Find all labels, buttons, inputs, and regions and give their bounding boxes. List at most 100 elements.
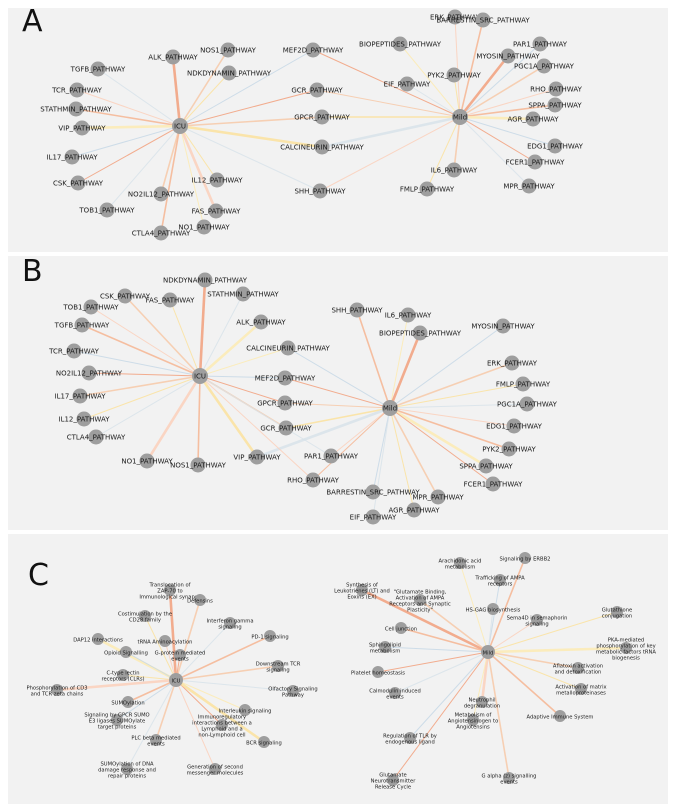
pathway-node[interactable] bbox=[404, 732, 416, 744]
pathway-node[interactable] bbox=[159, 635, 171, 647]
pathway-node[interactable] bbox=[72, 388, 88, 404]
pathway-node[interactable] bbox=[365, 509, 381, 525]
pathway-node[interactable] bbox=[216, 719, 228, 731]
pathway-node[interactable] bbox=[76, 411, 92, 427]
pathway-node[interactable] bbox=[400, 307, 416, 323]
hub-node-mild[interactable] bbox=[481, 645, 495, 659]
pathway-node[interactable] bbox=[525, 111, 541, 127]
pathway-node[interactable] bbox=[506, 418, 522, 434]
pathway-node[interactable] bbox=[572, 662, 584, 674]
pathway-node[interactable] bbox=[70, 175, 86, 191]
pathway-node[interactable] bbox=[92, 633, 104, 645]
pathway-node[interactable] bbox=[554, 710, 566, 722]
pathway-node[interactable] bbox=[504, 355, 520, 371]
pathway-node[interactable] bbox=[208, 203, 224, 219]
pathway-node[interactable] bbox=[305, 472, 321, 488]
hub-node-mild[interactable] bbox=[452, 109, 468, 125]
hub-node-icu[interactable] bbox=[169, 673, 183, 687]
pathway-node[interactable] bbox=[447, 9, 463, 25]
pathway-node[interactable] bbox=[264, 630, 276, 642]
pathway-node[interactable] bbox=[395, 622, 407, 634]
pathway-node[interactable] bbox=[532, 36, 548, 52]
pathway-node[interactable] bbox=[519, 396, 535, 412]
pathway-node[interactable] bbox=[194, 594, 206, 606]
pathway-node[interactable] bbox=[503, 772, 515, 784]
pathway-node[interactable] bbox=[88, 429, 104, 445]
pathway-node[interactable] bbox=[414, 594, 426, 606]
pathway-node[interactable] bbox=[51, 684, 63, 696]
pathway-node[interactable] bbox=[220, 42, 236, 58]
pathway-node[interactable] bbox=[475, 12, 491, 28]
pathway-node[interactable] bbox=[519, 552, 531, 564]
pathway-node[interactable] bbox=[547, 97, 563, 113]
pathway-node[interactable] bbox=[197, 272, 213, 288]
hub-node-mild[interactable] bbox=[382, 400, 398, 416]
pathway-node[interactable] bbox=[495, 318, 511, 334]
pathway-node[interactable] bbox=[83, 299, 99, 315]
pathway-node[interactable] bbox=[150, 734, 162, 746]
pathway-node[interactable] bbox=[153, 186, 169, 202]
pathway-node[interactable] bbox=[312, 183, 328, 199]
pathway-node[interactable] bbox=[500, 48, 516, 64]
pathway-node[interactable] bbox=[521, 178, 537, 194]
pathway-node[interactable] bbox=[476, 696, 488, 708]
pathway-node[interactable] bbox=[314, 139, 330, 155]
pathway-node[interactable] bbox=[68, 101, 84, 117]
pathway-node[interactable] bbox=[164, 584, 176, 596]
pathway-node[interactable] bbox=[121, 763, 133, 775]
pathway-node[interactable] bbox=[430, 489, 446, 505]
pathway-node[interactable] bbox=[478, 458, 494, 474]
pathway-node[interactable] bbox=[99, 202, 115, 218]
pathway-node[interactable] bbox=[165, 49, 181, 65]
pathway-node[interactable] bbox=[239, 704, 251, 716]
pathway-node[interactable] bbox=[111, 714, 123, 726]
pathway-node[interactable] bbox=[454, 557, 466, 569]
pathway-node[interactable] bbox=[278, 420, 294, 436]
pathway-node[interactable] bbox=[314, 109, 330, 125]
pathway-node[interactable] bbox=[515, 376, 531, 392]
pathway-node[interactable] bbox=[356, 584, 368, 596]
pathway-node[interactable] bbox=[349, 302, 365, 318]
pathway-node[interactable] bbox=[305, 42, 321, 58]
pathway-node[interactable] bbox=[487, 603, 499, 615]
pathway-node[interactable] bbox=[365, 484, 381, 500]
pathway-node[interactable] bbox=[221, 65, 237, 81]
pathway-node[interactable] bbox=[120, 646, 132, 658]
pathway-node[interactable] bbox=[446, 67, 462, 83]
pathway-node[interactable] bbox=[406, 502, 422, 518]
pathway-node[interactable] bbox=[527, 154, 543, 170]
pathway-node[interactable] bbox=[258, 736, 270, 748]
pathway-node[interactable] bbox=[419, 181, 435, 197]
pathway-node[interactable] bbox=[446, 162, 462, 178]
pathway-node[interactable] bbox=[190, 457, 206, 473]
pathway-node[interactable] bbox=[548, 81, 564, 97]
pathway-node[interactable] bbox=[536, 58, 552, 74]
pathway-node[interactable] bbox=[389, 687, 401, 699]
pathway-node[interactable] bbox=[162, 292, 178, 308]
pathway-node[interactable] bbox=[224, 617, 236, 629]
pathway-node[interactable] bbox=[249, 449, 265, 465]
pathway-node[interactable] bbox=[277, 395, 293, 411]
hub-node-icu[interactable] bbox=[172, 118, 188, 134]
pathway-node[interactable] bbox=[379, 641, 391, 653]
pathway-node[interactable] bbox=[280, 340, 296, 356]
pathway-node[interactable] bbox=[235, 286, 251, 302]
pathway-node[interactable] bbox=[372, 666, 384, 678]
pathway-node[interactable] bbox=[81, 365, 97, 381]
pathway-node[interactable] bbox=[209, 763, 221, 775]
pathway-node[interactable] bbox=[387, 774, 399, 786]
pathway-node[interactable] bbox=[392, 36, 408, 52]
pathway-node[interactable] bbox=[575, 683, 587, 695]
pathway-node[interactable] bbox=[611, 606, 623, 618]
pathway-node[interactable] bbox=[74, 317, 90, 333]
pathway-node[interactable] bbox=[117, 669, 129, 681]
pathway-node[interactable] bbox=[494, 574, 506, 586]
pathway-node[interactable] bbox=[547, 138, 563, 154]
pathway-node[interactable] bbox=[323, 448, 339, 464]
pathway-node[interactable] bbox=[69, 82, 85, 98]
pathway-node[interactable] bbox=[620, 642, 632, 654]
pathway-node[interactable] bbox=[287, 685, 299, 697]
pathway-node[interactable] bbox=[139, 610, 151, 622]
pathway-node[interactable] bbox=[253, 314, 269, 330]
pathway-node[interactable] bbox=[485, 476, 501, 492]
